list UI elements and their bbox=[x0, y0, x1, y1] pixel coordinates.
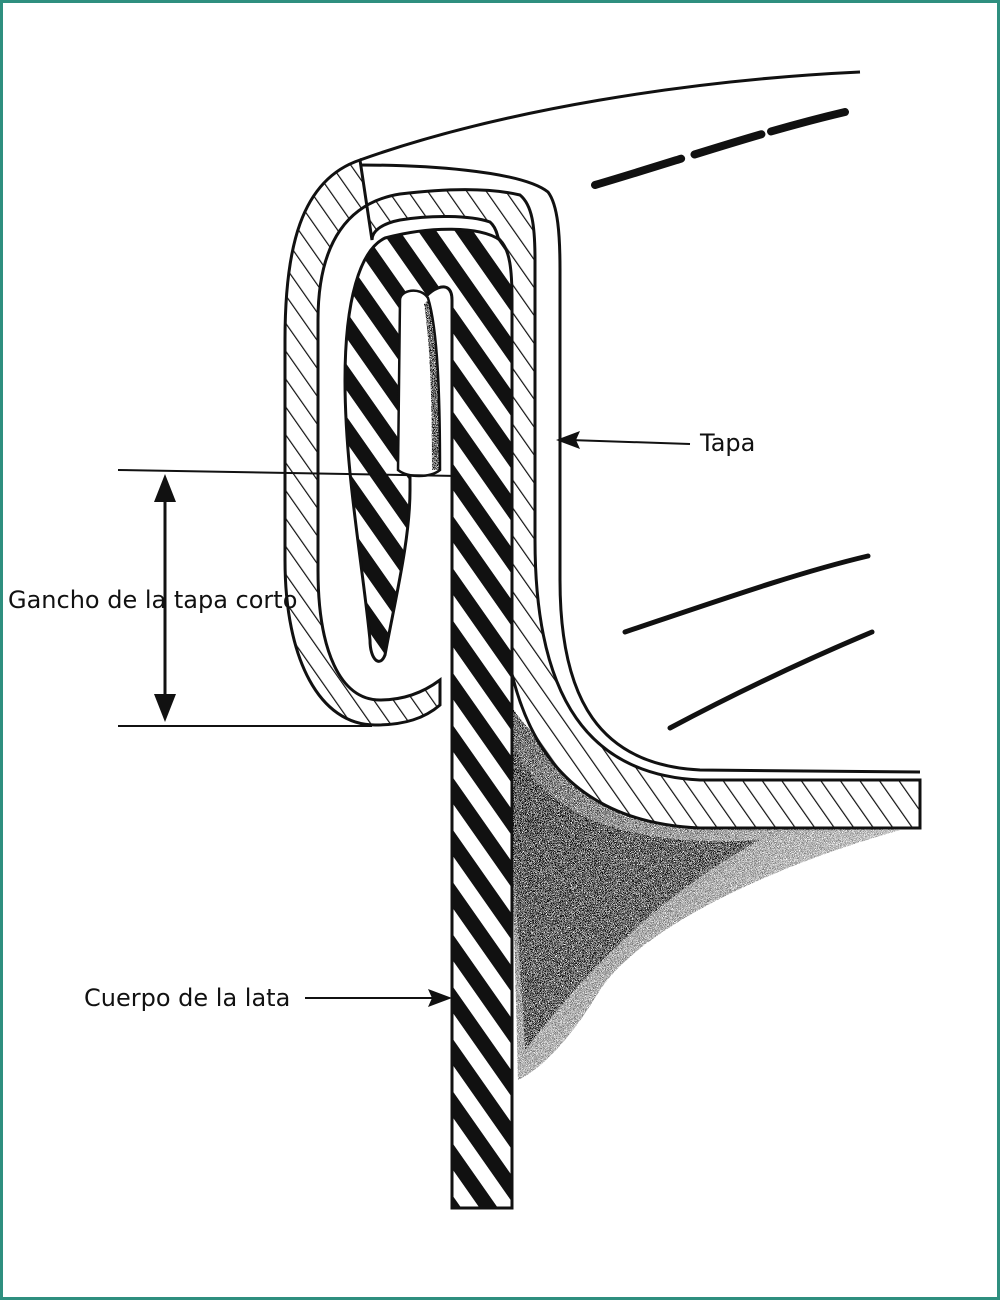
lid-shade-stroke bbox=[622, 553, 871, 635]
lid-leader-arrowhead bbox=[556, 431, 580, 449]
dimension-arrowhead-up bbox=[154, 474, 176, 502]
dimension-line-top bbox=[117, 469, 459, 477]
lid-outline bbox=[359, 163, 921, 774]
can-body-label: Cuerpo de la lata bbox=[84, 984, 291, 1012]
lid-leader-line bbox=[569, 439, 691, 445]
body-hook-slit-shade bbox=[424, 300, 440, 470]
lid-label: Tapa bbox=[700, 429, 756, 457]
lid-shade-stroke bbox=[667, 629, 875, 731]
dimension-arrowhead-down bbox=[154, 694, 176, 722]
lid-shade-stroke bbox=[591, 108, 849, 189]
lid-outer-curve bbox=[359, 70, 861, 162]
body-leader-arrowhead bbox=[428, 989, 452, 1007]
short-lid-hook-label: Gancho de la tapa corto bbox=[8, 586, 298, 614]
